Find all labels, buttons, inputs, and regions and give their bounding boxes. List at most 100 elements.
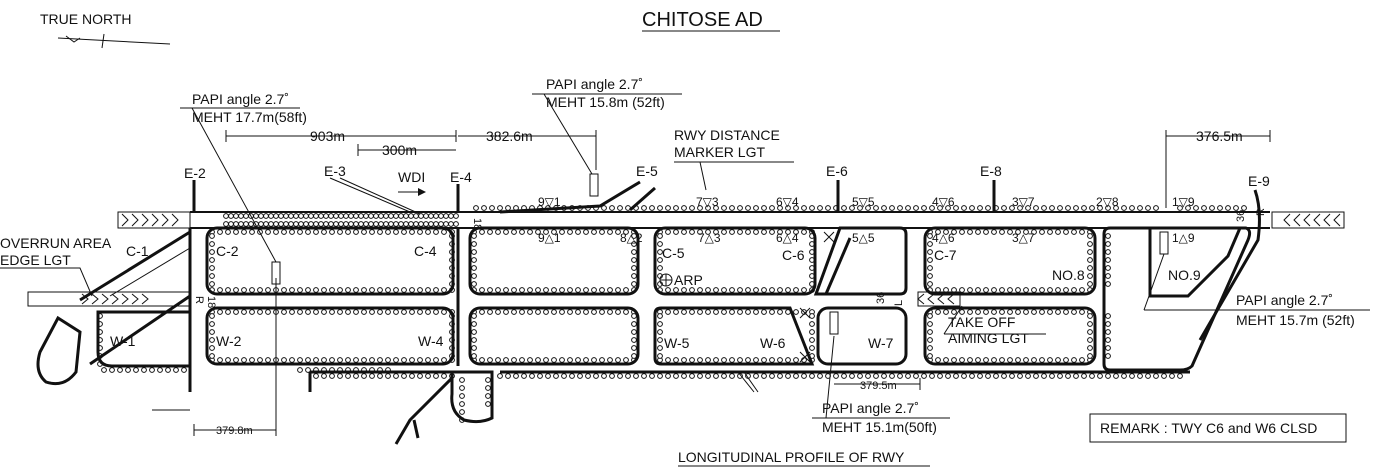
sign-north-3: 6▽4 <box>776 195 799 209</box>
closed-taxiway-marks <box>799 231 835 363</box>
sign-south-6: 4△6 <box>932 231 955 245</box>
chart-title: CHITOSE AD <box>642 9 763 31</box>
dist-300: 300m <box>382 142 417 158</box>
papi-2-meht: MEHT 15.8m (52ft) <box>546 94 665 110</box>
twy-no9: NO.9 <box>1168 267 1201 283</box>
twy-c6: C-6 <box>782 247 805 263</box>
twy-c1: C-1 <box>126 243 149 259</box>
block-no8 <box>1102 226 1252 372</box>
dist-376: 376.5m <box>1196 128 1243 144</box>
block-c5 <box>653 226 817 296</box>
overrun-label-2: EDGE LGT <box>0 252 71 268</box>
overrun-chevrons <box>27 291 191 307</box>
block-w2 <box>205 306 455 366</box>
true-north-label: TRUE NORTH <box>40 11 132 27</box>
sign-south-4: 6△4 <box>776 231 799 245</box>
sign-north-4: 5▽5 <box>852 195 875 209</box>
block-c2 <box>205 226 455 296</box>
block-east-south <box>923 306 1097 366</box>
leader-lines <box>0 93 1370 419</box>
rwy-36-north: 36 <box>1235 210 1247 222</box>
dist-382: 382.6m <box>486 128 533 144</box>
approach-chevrons-east <box>1271 211 1345 229</box>
dist-379-5: 379.5m <box>860 380 897 392</box>
twy-c5: C-5 <box>662 245 685 261</box>
papi-1-meht: MEHT 17.7m(58ft) <box>192 109 307 125</box>
block-w5 <box>653 306 815 366</box>
approach-chevrons-west <box>117 211 191 229</box>
diagonal-taxiways <box>79 177 1261 366</box>
block-c3 <box>468 226 640 296</box>
twy-c2: C-2 <box>216 243 239 259</box>
block-w1 <box>96 310 192 368</box>
takeoff-label-2: AIMING LGT <box>948 330 1029 346</box>
remark-box <box>1089 413 1347 443</box>
papi-2-angle: PAPI angle 2.7˚ <box>546 76 643 92</box>
twy-no8: NO.8 <box>1052 267 1085 283</box>
block-w4 <box>468 306 640 366</box>
papi-1-angle: PAPI angle 2.7˚ <box>192 91 289 107</box>
twy-c7: C-7 <box>934 247 957 263</box>
block-c7 <box>923 226 1097 296</box>
taxiway-link-south <box>394 376 454 445</box>
sign-north-5: 4▽6 <box>932 195 955 209</box>
takeoff-aiming-chevrons <box>917 291 961 307</box>
arp-label: ARP <box>674 272 703 288</box>
sign-north-8: 1▽9 <box>1172 195 1195 209</box>
rwy-l-south: L <box>893 300 905 306</box>
twy-w1: W-1 <box>110 333 136 349</box>
twy-w6: W-6 <box>760 335 786 351</box>
papi-3-angle: PAPI angle 2.7˚ <box>1236 292 1333 308</box>
arp-icon <box>659 273 673 287</box>
sign-north-2: 7▽3 <box>696 195 719 209</box>
overrun-pad <box>36 315 82 386</box>
wdi-label: WDI <box>398 169 425 185</box>
sign-north-1: 9▽1 <box>538 195 561 209</box>
papi-4-angle: PAPI angle 2.7˚ <box>822 400 919 416</box>
papi-3-meht: MEHT 15.7m (52ft) <box>1236 312 1355 328</box>
connector-stubs <box>188 180 996 392</box>
signs-north: 9▽1 7▽3 6▽4 5▽5 4▽6 3▽7 2▽8 1▽9 <box>538 195 1195 209</box>
sign-south-5: 5△5 <box>852 231 875 245</box>
true-north-arrow-icon <box>57 33 171 49</box>
twy-e9: E-9 <box>1248 173 1270 189</box>
rwy-18-south: 18 <box>205 296 217 308</box>
twy-e2: E-2 <box>184 165 206 181</box>
dist-379-8: 379.8m <box>216 425 253 437</box>
sign-south-8: 1△9 <box>1172 231 1195 245</box>
apron-south <box>450 370 494 424</box>
rwy-36-south: 36 <box>875 292 887 304</box>
block-w7 <box>816 306 908 366</box>
runway-edge-lights <box>97 205 1247 423</box>
takeoff-label-1: TAKE OFF <box>948 314 1015 330</box>
twy-w5: W-5 <box>664 335 690 351</box>
rwy-marker-label-2: MARKER LGT <box>674 144 765 160</box>
taxiway-stub <box>188 366 312 392</box>
rwy-r-north: R <box>1255 208 1267 216</box>
profile-label: LONGITUDINAL PROFILE OF RWY <box>678 449 905 465</box>
papi-4-meht: MEHT 15.1m(50ft) <box>822 419 937 435</box>
sign-north-6: 3▽7 <box>1012 195 1035 209</box>
wdi-arrow-icon <box>398 188 426 196</box>
twy-w4: W-4 <box>418 333 444 349</box>
sign-north-7: 2▽8 <box>1096 195 1119 209</box>
twy-w2: W-2 <box>216 333 242 349</box>
twy-e4: E-4 <box>450 169 472 185</box>
taxiway-link-sw <box>737 371 759 393</box>
dimension-lines <box>152 130 1271 436</box>
overrun-label-1: OVERRUN AREA <box>0 235 112 251</box>
twy-w7: W-7 <box>868 335 894 351</box>
twy-e6: E-6 <box>826 163 848 179</box>
sign-south-1: 9△1 <box>538 231 561 245</box>
dist-903: 903m <box>310 128 345 144</box>
sign-south-3: 7△3 <box>698 231 721 245</box>
rwy-18-north: 18 <box>471 218 483 230</box>
block-no9 <box>1148 226 1243 298</box>
twy-c4: C-4 <box>414 243 437 259</box>
twy-e3: E-3 <box>324 163 346 179</box>
sign-south-2: 8△2 <box>620 231 643 245</box>
rwy-marker-label-1: RWY DISTANCE <box>674 127 780 143</box>
twy-e5: E-5 <box>636 163 658 179</box>
remark-text: REMARK : TWY C6 and W6 CLSD <box>1100 420 1317 436</box>
